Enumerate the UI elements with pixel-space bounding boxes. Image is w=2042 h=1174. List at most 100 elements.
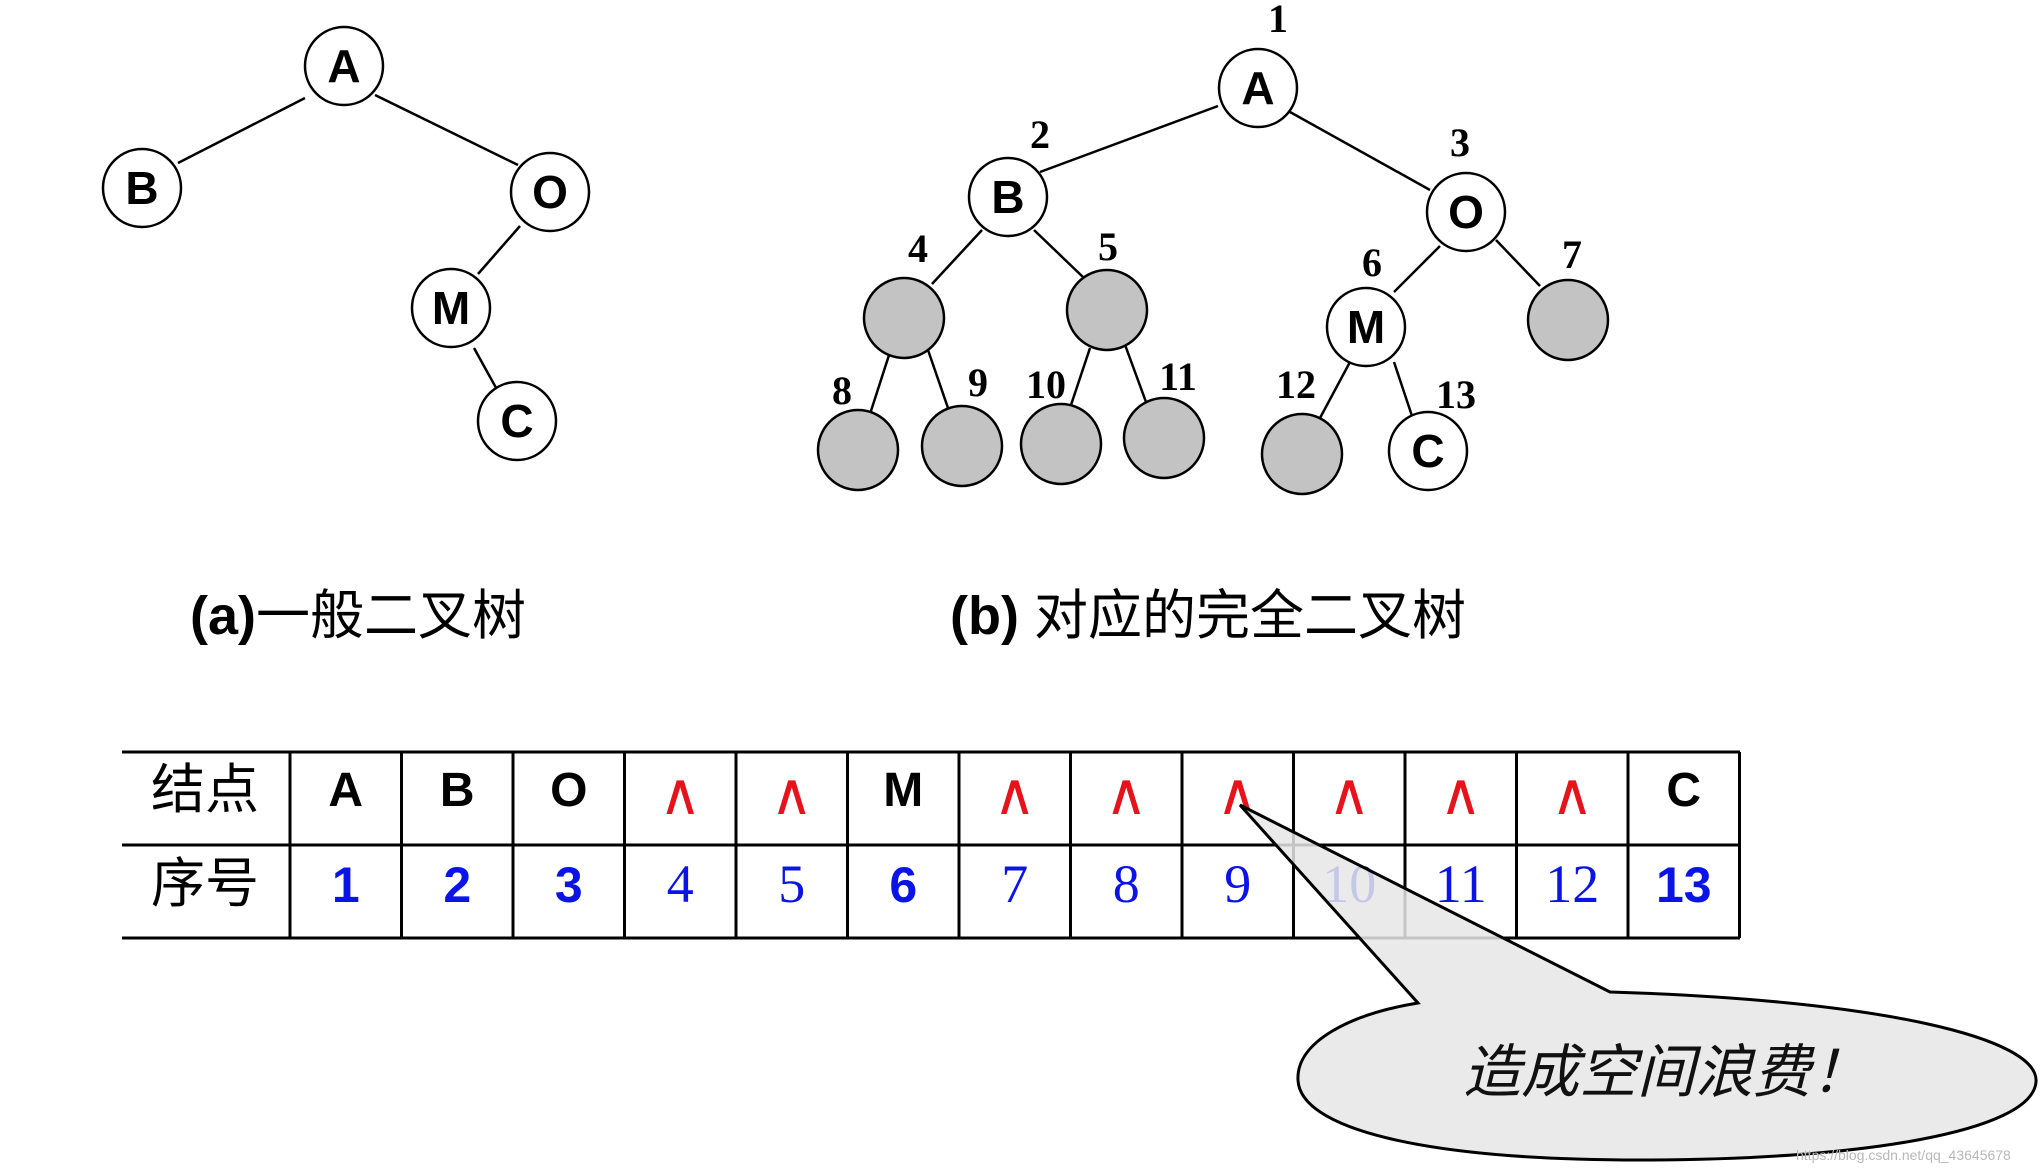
tree-a-label-b: B — [125, 162, 158, 214]
table-grid — [122, 750, 1741, 940]
table-cell-node: B — [440, 764, 475, 817]
table-cell-node: O — [550, 764, 587, 817]
table-cell-null-marker: ∧ — [659, 760, 701, 828]
edge-4-8 — [868, 351, 892, 415]
edge-5-11 — [1122, 341, 1148, 403]
complete-binary-tree-edges — [868, 104, 1541, 419]
tree-a-node-c: C — [476, 380, 558, 462]
table-cell-null-marker: ∧ — [1328, 760, 1370, 828]
tree-b-virtual-node-4 — [862, 276, 946, 360]
tree-b-node-6: M — [1325, 286, 1407, 368]
tree-b-label-6: M — [1347, 301, 1385, 353]
tree-a-label-a: A — [327, 40, 360, 92]
tree-b-index-3: 3 — [1450, 120, 1470, 165]
tree-b-node-2: B — [967, 156, 1049, 238]
tree-a-label-c: C — [500, 395, 533, 447]
waste-callout: 造成空间浪费！ — [1238, 803, 2038, 1162]
table-cell-null-marker: ∧ — [994, 760, 1036, 828]
edge-6-13 — [1392, 361, 1414, 417]
tree-b-virtual-node-7 — [1526, 278, 1610, 362]
edge-o-m — [477, 225, 521, 275]
tree-b-index-13: 13 — [1436, 372, 1476, 417]
tree-b-index-2: 2 — [1030, 112, 1050, 157]
edge-6-12 — [1318, 361, 1352, 419]
tree-b-index-6: 6 — [1362, 240, 1382, 285]
table-cell-null-marker: ∧ — [771, 760, 813, 828]
tree-b-index-12: 12 — [1276, 362, 1316, 407]
table-cell-null-marker: ∧ — [1105, 760, 1147, 828]
table-cell-node: A — [328, 764, 363, 817]
tree-a-label-m: M — [432, 282, 470, 334]
table-cell-null-marker: ∧ — [1440, 760, 1482, 828]
edge-2-5 — [1033, 229, 1085, 279]
tree-b-virtual-node-5 — [1065, 268, 1149, 352]
tree-a-node-b: B — [101, 147, 183, 229]
general-binary-tree — [177, 93, 521, 396]
tree-b-index-8: 8 — [832, 368, 852, 413]
tree-b-index-4: 4 — [908, 226, 928, 271]
callout-bubble — [1238, 803, 2038, 1162]
row-header-node: 结点 — [151, 760, 259, 820]
tree-b-label-2: B — [991, 171, 1024, 223]
tree-b-index-1: 1 — [1268, 0, 1288, 41]
table-cell-index: 12 — [1545, 854, 1599, 914]
edge-3-6 — [1393, 245, 1441, 293]
tree-b-virtual-node-11 — [1122, 396, 1206, 480]
table-cell-index: 8 — [1113, 854, 1140, 914]
table-cell-index: 4 — [667, 854, 694, 914]
table-cell-node: C — [1666, 764, 1701, 817]
edge-2-4 — [931, 229, 983, 285]
tree-b-node-13: C — [1387, 410, 1469, 492]
tree-b-virtual-node-9 — [920, 404, 1004, 488]
general-tree-nodes: A B O M C — [101, 25, 591, 462]
tree-b-virtual-node-12 — [1260, 412, 1344, 496]
complete-tree-index-labels: 1 2 3 4 5 6 7 8 9 10 11 12 13 — [832, 0, 1582, 417]
edge-a-o — [374, 93, 519, 167]
tree-b-label-3: O — [1448, 186, 1484, 238]
edge-3-7 — [1495, 239, 1541, 287]
tree-b-label-13: C — [1411, 425, 1444, 477]
table-cell-index: 7 — [1001, 854, 1028, 914]
table-cell-index: 1 — [332, 857, 360, 913]
table-cell-null-marker: ∧ — [1551, 760, 1593, 828]
tree-a-label-o: O — [532, 166, 568, 218]
caption-general-tree: (a)一般二叉树 — [190, 586, 526, 646]
tree-a-node-m: M — [410, 267, 492, 349]
tree-b-node-1: A — [1217, 47, 1299, 129]
tree-b-label-1: A — [1241, 62, 1274, 114]
table-cell-index: 11 — [1435, 854, 1487, 914]
table-cell-index: 2 — [443, 857, 471, 913]
watermark-text: https://blog.csdn.net/qq_43645678 — [1796, 1147, 2011, 1163]
edge-5-10 — [1068, 347, 1092, 409]
table-cell-index: 3 — [555, 857, 583, 913]
table-cell-index: 5 — [778, 854, 805, 914]
tree-a-node-o: O — [509, 151, 591, 233]
tree-b-index-7: 7 — [1562, 232, 1582, 277]
tree-b-virtual-node-8 — [816, 408, 900, 492]
edge-1-3 — [1289, 110, 1431, 192]
tree-b-index-11: 11 — [1159, 354, 1197, 399]
table-cell-index: 9 — [1224, 854, 1251, 914]
callout-text: 造成空间浪费！ — [1463, 1040, 1869, 1105]
table-cell-index: 6 — [889, 857, 917, 913]
complete-binary-tree-nodes: A B O M C — [816, 47, 1610, 496]
edge-4-9 — [926, 349, 950, 409]
table-cell-index: 13 — [1656, 857, 1712, 913]
caption-complete-tree: (b) 对应的完全二叉树 — [950, 586, 1466, 646]
edge-1-2 — [1039, 104, 1219, 174]
caption-a-prefix: (a) — [190, 586, 256, 646]
tree-b-node-3: O — [1425, 171, 1507, 253]
caption-b-text: 对应的完全二叉树 — [1019, 586, 1466, 646]
tree-b-index-9: 9 — [968, 360, 988, 405]
row-header-index: 序号 — [151, 854, 259, 914]
caption-a-text: 一般二叉树 — [256, 586, 526, 646]
caption-b-prefix: (b) — [950, 586, 1019, 646]
tree-a-node-a: A — [303, 25, 385, 107]
table-cell-node: M — [883, 764, 923, 817]
tree-b-virtual-node-10 — [1019, 402, 1103, 486]
tree-b-index-5: 5 — [1098, 224, 1118, 269]
tree-b-index-10: 10 — [1026, 362, 1066, 407]
